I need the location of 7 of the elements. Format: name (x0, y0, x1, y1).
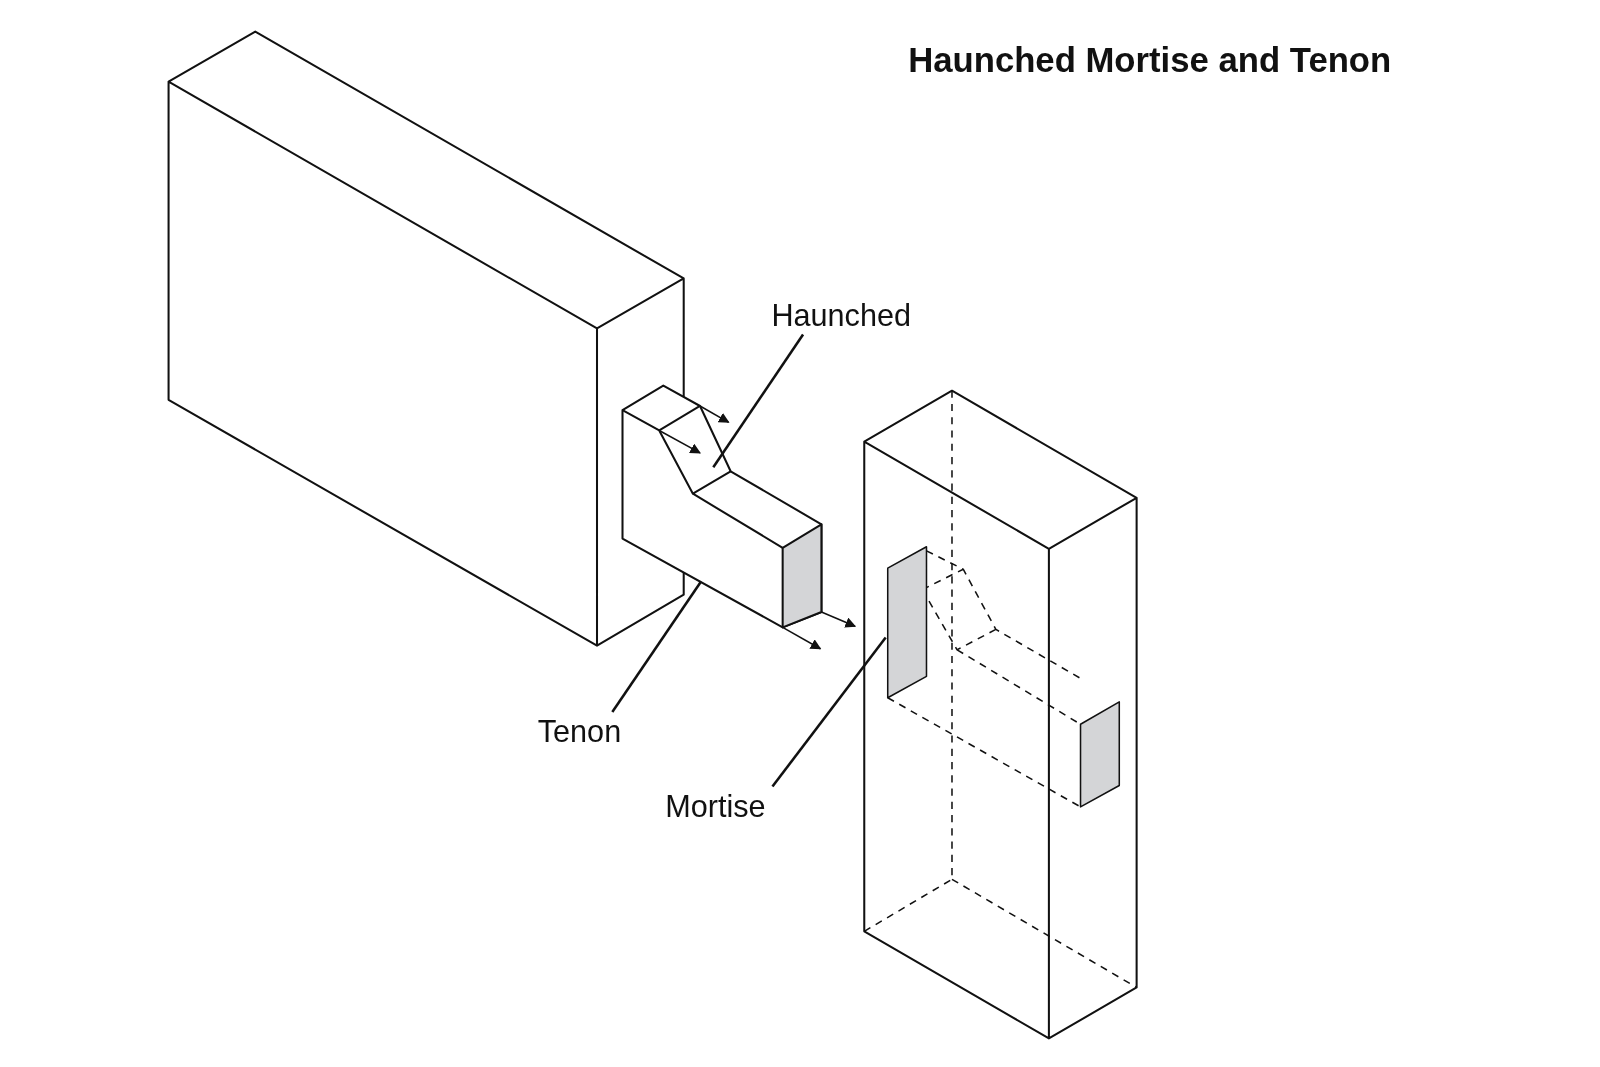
diagram-title: Haunched Mortise and Tenon (908, 42, 1392, 78)
leader-line (771, 636, 887, 788)
part-label: Mortise (665, 790, 766, 822)
leader-line (611, 580, 703, 713)
part-label: Haunched (771, 300, 911, 331)
part-label: Tenon (537, 716, 622, 747)
leader-line (712, 333, 805, 468)
